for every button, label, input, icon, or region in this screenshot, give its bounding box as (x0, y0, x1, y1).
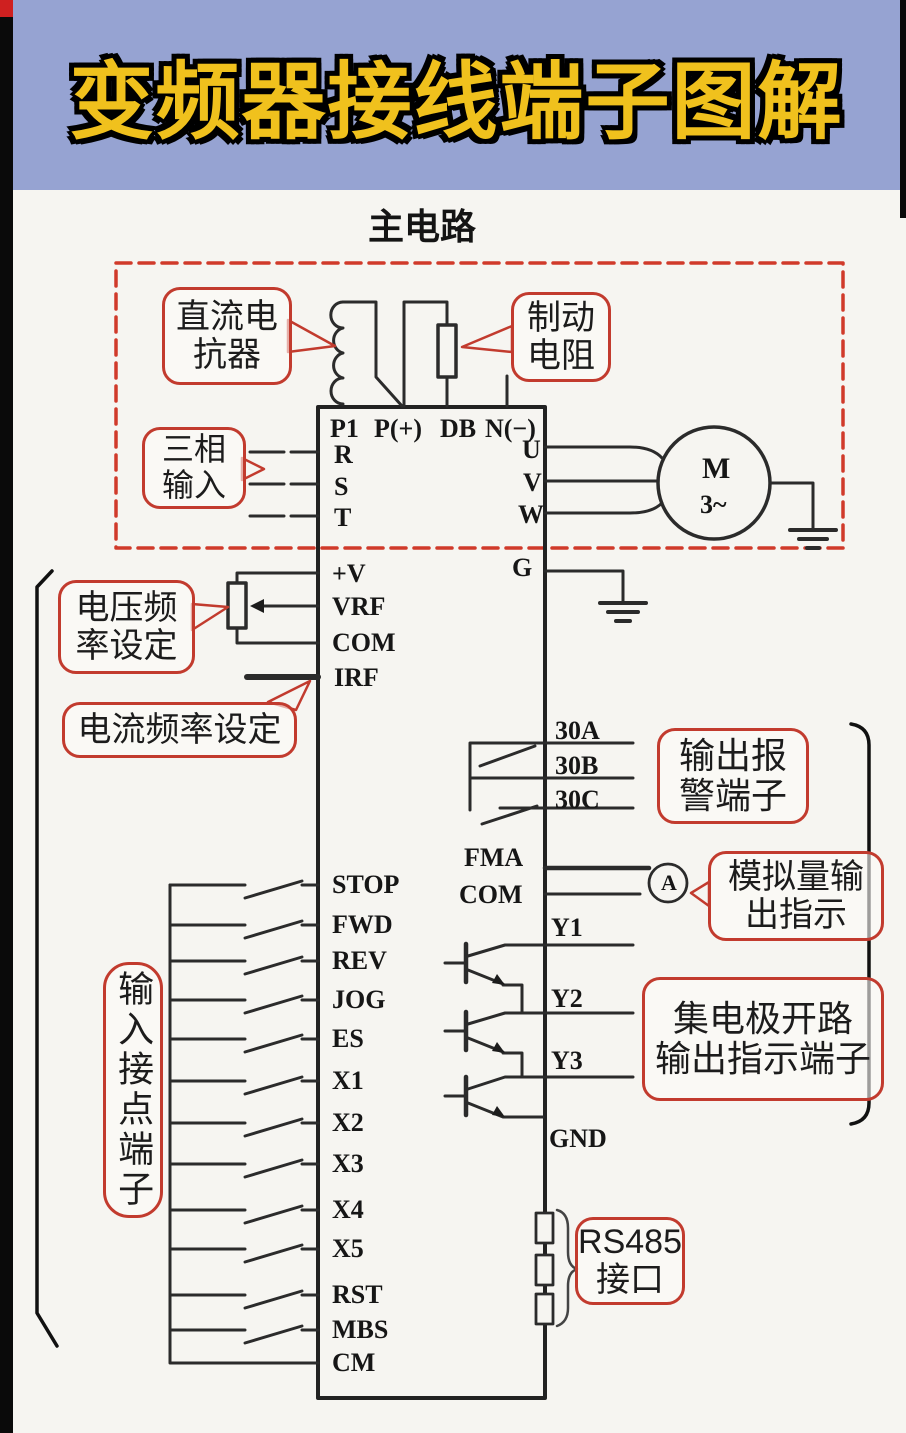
terminal-fwd: FWD (332, 910, 393, 939)
right-border-strip (900, 0, 906, 218)
terminal-stop: STOP (332, 870, 400, 899)
terminal-x5: X5 (332, 1234, 364, 1263)
callout-alarm-output-line2: 警端子 (678, 775, 787, 816)
terminal-db: DB (440, 414, 477, 443)
terminal-rev: REV (332, 946, 387, 975)
left-group-bracket (35, 569, 59, 1348)
terminal-x2: X2 (332, 1108, 364, 1137)
terminal-es: ES (332, 1024, 364, 1053)
section-title-main-circuit: 主电路 (368, 206, 477, 247)
voltage-freq-pointer (190, 602, 230, 632)
terminal-com: COM (332, 628, 396, 657)
dc-reactor-pointer (286, 318, 337, 354)
dc-reactor-coil-symbol (329, 300, 404, 408)
callout-voltage-freq-line2: 率设定 (75, 627, 178, 665)
terminal-n-minus: N(−) (485, 414, 536, 443)
rs485-connectors (534, 1208, 579, 1328)
terminal-y2: Y2 (551, 984, 583, 1013)
potentiometer-symbol (226, 571, 320, 645)
terminal-g: G (512, 553, 533, 582)
terminal-v: V (523, 468, 542, 497)
terminal-r: R (334, 440, 353, 469)
callout-rs485-line2: 接口 (596, 1261, 664, 1299)
callout-input-contacts-text: 输入接点端子 (113, 970, 155, 1210)
terminal-fma: FMA (464, 843, 524, 872)
terminal-gnd: GND (549, 1124, 607, 1153)
motor-wires (543, 445, 664, 515)
callout-alarm-output-line1: 输出报 (678, 734, 787, 776)
callout-brake-resistor: 制动 电阻 (511, 292, 611, 382)
callout-open-collector-line1: 集电极开路 (672, 997, 853, 1039)
terminal-rst: RST (332, 1280, 383, 1309)
callout-analog-output-line2: 出指示 (745, 896, 847, 934)
transistor-y2 (443, 1009, 547, 1079)
analog-meter-wiring (542, 862, 689, 904)
terminal-p-plus: P(+) (374, 414, 423, 443)
left-border-strip (0, 0, 13, 1433)
page-title: 变频器接线端子图解 (69, 54, 844, 149)
brake-resistor-pointer (460, 324, 514, 354)
callout-dc-reactor-line1: 直流电 (176, 297, 278, 336)
terminal-plus-v: +V (332, 559, 366, 588)
callout-rs485: RS485 接口 (575, 1217, 685, 1305)
callout-open-collector-line2: 输出指示端子 (654, 1038, 871, 1079)
callout-current-freq-line1: 电流频率设定 (77, 710, 282, 749)
collector-output-wires (543, 943, 635, 1079)
terminal-cm: CM (332, 1348, 376, 1377)
motor-symbol (656, 425, 838, 550)
alarm-relay-contacts (468, 741, 635, 826)
callout-three-phase-input: 三相 输入 (142, 427, 246, 509)
callout-dc-reactor: 直流电 抗器 (162, 287, 292, 385)
callout-brake-resistor-line1: 制动 (527, 298, 595, 337)
terminal-x4: X4 (332, 1195, 364, 1224)
transistor-y3 (443, 1074, 547, 1119)
callout-dc-reactor-line2: 抗器 (193, 336, 261, 374)
terminal-vrf: VRF (332, 592, 386, 621)
callout-open-collector: 集电极开路 输出指示端子 (642, 977, 884, 1101)
callout-alarm-output: 输出报 警端子 (657, 728, 809, 824)
callout-input-contacts: 输入接点端子 (103, 962, 163, 1218)
terminal-30c: 30C (555, 785, 600, 814)
terminal-mbs: MBS (332, 1315, 389, 1344)
terminal-t: T (334, 503, 352, 532)
callout-voltage-freq-line1: 电压频 (75, 588, 178, 627)
terminal-jog: JOG (332, 985, 386, 1014)
terminal-fma-com: COM (459, 880, 523, 909)
motor-phases: 3~ (700, 490, 727, 519)
terminal-p1: P1 (330, 414, 359, 443)
g-terminal-ground (543, 569, 648, 623)
callout-analog-output: 模拟量输 出指示 (708, 851, 884, 941)
terminal-y3: Y3 (551, 1046, 583, 1075)
terminal-w: W (518, 500, 544, 529)
terminal-u: U (522, 435, 541, 464)
braking-resistor-symbol (402, 300, 509, 408)
input-contact-switches (168, 879, 320, 1365)
motor-letter: M (702, 452, 731, 485)
callout-brake-resistor-line2: 电阻 (527, 337, 595, 375)
callout-three-phase-line2: 输入 (161, 467, 226, 503)
terminal-30b: 30B (555, 751, 599, 780)
terminal-irf: IRF (334, 663, 379, 692)
callout-rs485-line1: RS485 (578, 1222, 682, 1261)
terminal-x3: X3 (332, 1149, 364, 1178)
ammeter-letter: A (661, 870, 677, 895)
callout-three-phase-line1: 三相 (161, 431, 226, 468)
callout-current-freq: 电流频率设定 (62, 702, 297, 758)
three-phase-input-wires (248, 450, 320, 518)
inverter-block (316, 405, 547, 1400)
terminal-x1: X1 (332, 1066, 364, 1095)
transistor-y1 (443, 941, 547, 1015)
analog-output-pointer (689, 880, 711, 908)
callout-analog-output-line1: 模拟量输 (728, 857, 864, 896)
terminal-s: S (334, 472, 349, 501)
terminal-y1: Y1 (551, 913, 583, 942)
top-left-red-corner (0, 0, 13, 17)
header-band: 变频器接线端子图解 (13, 0, 900, 190)
callout-voltage-freq: 电压频 率设定 (58, 580, 195, 674)
terminal-30a: 30A (555, 716, 600, 745)
